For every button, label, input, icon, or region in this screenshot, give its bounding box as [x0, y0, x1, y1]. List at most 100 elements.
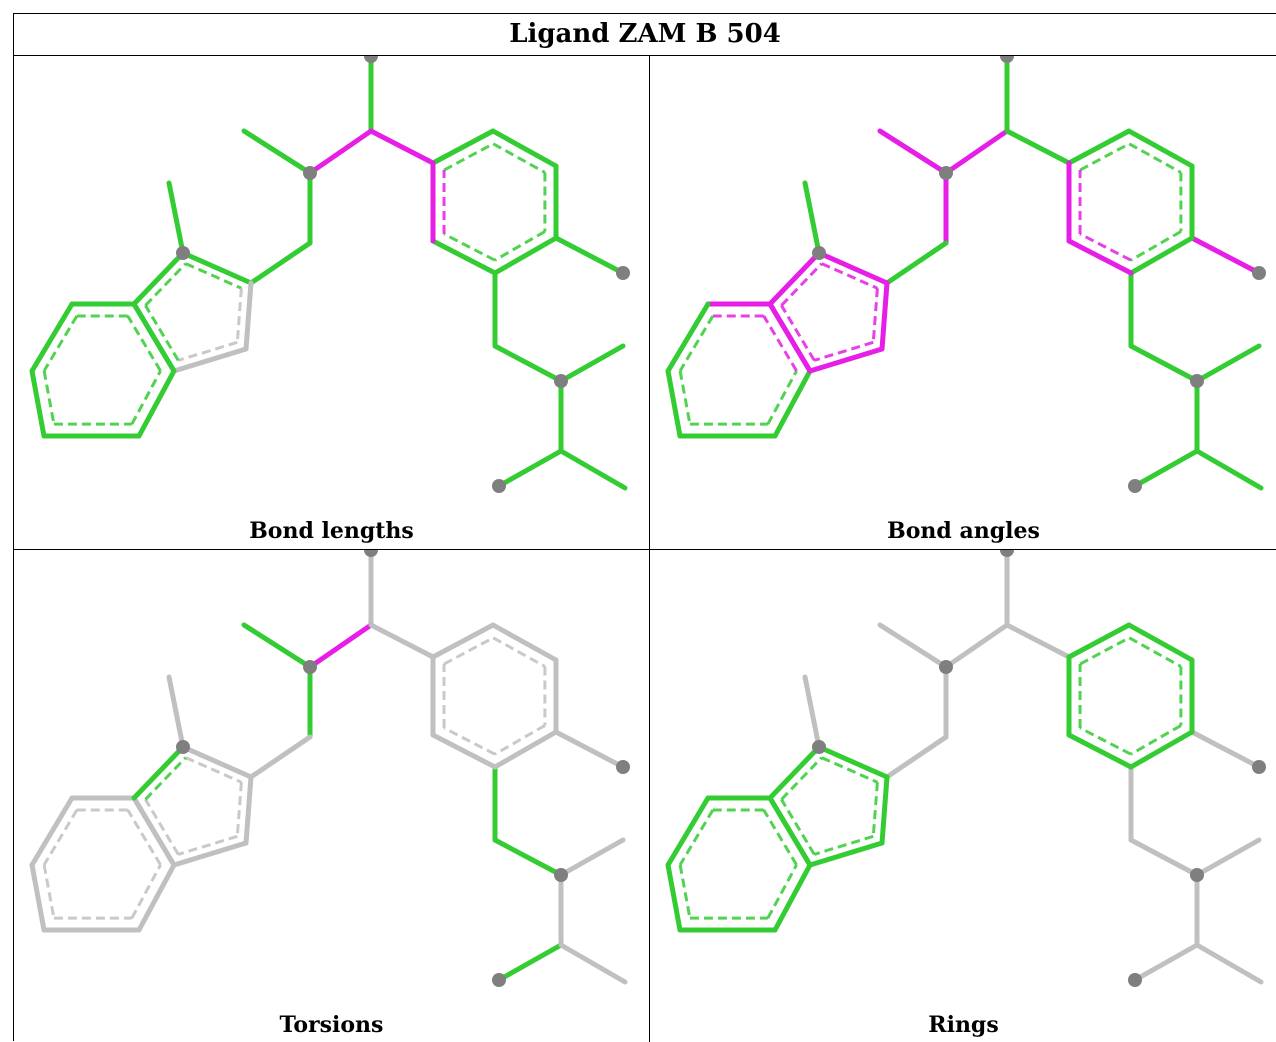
ring-bond-r0_2 — [665, 862, 683, 933]
ring-aromatic-r1_4 — [144, 262, 187, 307]
ring-bond-r1_0 — [816, 744, 890, 780]
ring-aromatic-r2_4 — [443, 726, 496, 756]
ring-aromatic-r2_0 — [443, 142, 494, 172]
ring-bond-r1_1 — [243, 774, 254, 846]
ring-aromatic-r1_2 — [813, 834, 874, 856]
figure-title: Ligand ZAM B 504 — [14, 14, 1276, 56]
ring-bond-r1_2 — [807, 346, 885, 374]
molecule-bond-lengths — [29, 56, 630, 493]
ring-bond-r1_2 — [171, 346, 249, 374]
ring-bond-r1_0 — [180, 250, 254, 286]
ring-aromatic-r0_5 — [762, 315, 798, 372]
atom-W — [1252, 760, 1266, 774]
ring-aromatic-r1_2 — [177, 340, 238, 362]
bond-b7 — [884, 240, 949, 286]
ring-bond-r1_1 — [879, 280, 890, 352]
ring-aromatic-r0_2 — [42, 370, 56, 425]
bond-b10 — [553, 235, 626, 276]
atom-AA — [1128, 479, 1142, 493]
bond-b8 — [166, 180, 186, 256]
ring-aromatic-r0_2 — [678, 370, 692, 425]
ring-aromatic-r0_5 — [126, 315, 162, 372]
ring-aromatic-r1_1 — [235, 782, 243, 837]
ring-aromatic-r1_1 — [871, 288, 879, 343]
atom-C — [303, 166, 317, 180]
bond-b16 — [558, 448, 628, 491]
panel-bond-angles: Bond angles — [650, 56, 1276, 549]
atom-C — [303, 660, 317, 674]
ring-bond-r2_3 — [492, 235, 559, 276]
ring-bond-r2_0 — [430, 622, 496, 660]
ring-aromatic-r0_1 — [678, 809, 715, 866]
ring-bond-r2_4 — [1066, 732, 1134, 770]
ring-bond-r2_3 — [492, 729, 559, 770]
ring-aromatic-r1_0 — [185, 262, 242, 290]
ring-aromatic-r1_4 — [144, 756, 187, 801]
ring-bond-r1_4 — [767, 744, 822, 801]
bond-b2 — [307, 128, 374, 176]
panel-bond-lengths: Bond lengths — [14, 56, 649, 549]
ring-bond-r0_1 — [665, 301, 711, 374]
ring-bond-r0_1 — [29, 795, 75, 868]
ring-aromatic-r1_0 — [185, 756, 242, 784]
ring-aromatic-r1_3 — [144, 304, 180, 362]
ring-bond-r2_1 — [1126, 622, 1195, 663]
ring-bond-r1_4 — [131, 744, 186, 801]
ring-aromatic-r2_1 — [492, 636, 546, 668]
ring-aromatic-r0_1 — [42, 809, 79, 866]
caption-rings: Rings — [928, 1012, 999, 1038]
ring-aromatic-r0_4 — [130, 864, 162, 919]
ring-bond-r2_0 — [430, 128, 496, 166]
atom-G — [812, 740, 826, 754]
atom-G — [176, 246, 190, 260]
bond-b4 — [1004, 128, 1072, 166]
bond-b7 — [248, 240, 313, 286]
bond-b15 — [1132, 942, 1200, 983]
ring-bond-r1_2 — [171, 840, 249, 868]
bond-b16 — [1194, 942, 1264, 985]
atom-W — [1252, 266, 1266, 280]
bond-b4 — [368, 622, 436, 660]
bond-b15 — [496, 942, 564, 983]
molecule-torsions — [29, 550, 630, 987]
bond-b8 — [802, 180, 822, 256]
ring-bond-r0_1 — [665, 795, 711, 868]
bond-b16 — [558, 942, 628, 985]
ring-aromatic-r1_3 — [144, 798, 180, 856]
ring-aromatic-r1_1 — [235, 288, 243, 343]
bond-b10 — [1189, 235, 1262, 276]
ring-bond-r0_4 — [772, 862, 813, 933]
ring-aromatic-r0_1 — [678, 315, 715, 372]
ring-aromatic-r0_2 — [678, 864, 692, 919]
ring-aromatic-r2_3 — [1130, 724, 1182, 756]
ring-bond-r1_3 — [131, 795, 177, 868]
bond-b16 — [1194, 448, 1264, 491]
ring-bond-r1_0 — [816, 250, 890, 286]
ring-aromatic-r1_1 — [871, 782, 879, 837]
bond-b15 — [1132, 448, 1200, 489]
ring-aromatic-r0_5 — [126, 809, 162, 866]
bond-b3 — [877, 622, 949, 670]
atom-C — [939, 166, 953, 180]
bond-b4 — [368, 128, 436, 166]
ring-aromatic-r2_4 — [1079, 726, 1132, 756]
ring-aromatic-r2_1 — [1128, 142, 1182, 174]
caption-torsions: Torsions — [279, 1012, 384, 1038]
ring-aromatic-r2_3 — [494, 230, 546, 262]
ring-bond-r2_1 — [490, 622, 559, 663]
ring-bond-r1_4 — [131, 250, 186, 307]
atom-W — [616, 266, 630, 280]
ring-bond-r0_2 — [29, 862, 47, 933]
ring-aromatic-r2_1 — [1128, 636, 1182, 668]
ring-aromatic-r1_2 — [813, 340, 874, 362]
bond-b13 — [1194, 343, 1262, 384]
horizontal-divider — [14, 549, 1276, 550]
ring-bond-r2_1 — [1126, 128, 1195, 169]
bond-b2 — [307, 622, 374, 670]
bond-b13 — [558, 343, 626, 384]
atom-Y — [1190, 868, 1204, 882]
panel-torsions: Torsions — [14, 550, 649, 1042]
ring-bond-r1_3 — [767, 795, 813, 868]
ring-aromatic-r0_4 — [766, 864, 798, 919]
atom-C — [939, 660, 953, 674]
